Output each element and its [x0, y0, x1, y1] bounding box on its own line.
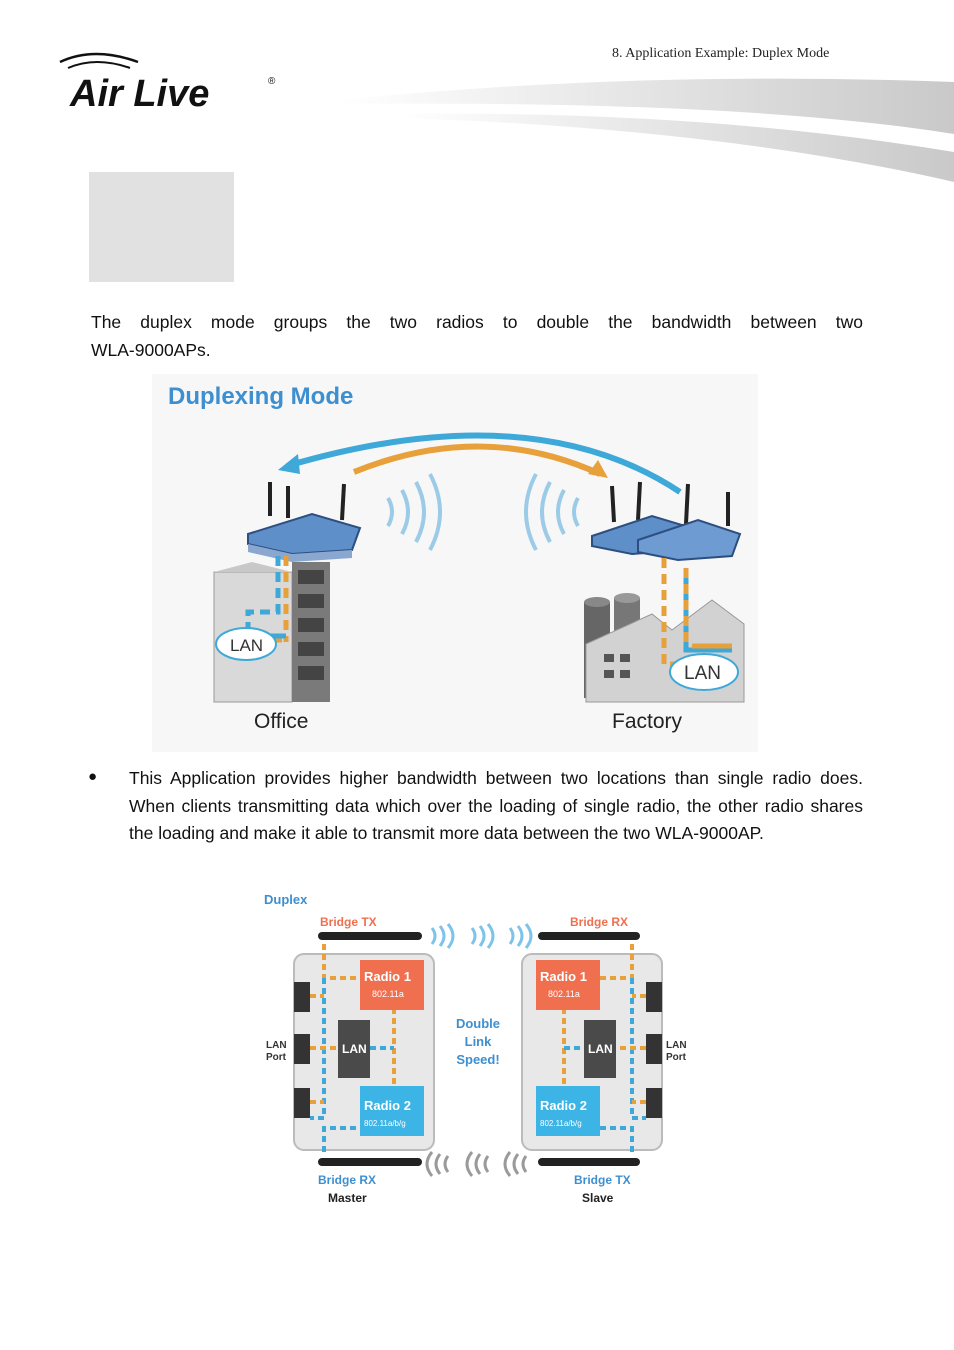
slave-radio1-standard: 802.11a [548, 989, 580, 999]
slave-device: Radio 1 802.11a LAN Radio 2 802.11a/b/g [521, 944, 663, 1152]
lan-port-right-line2: Port [666, 1052, 687, 1063]
master-lan-label: LAN [342, 1042, 367, 1056]
duplexing-mode-figure: Duplexing Mode [152, 374, 758, 752]
slave-radio2-standard: 802.11a/b/g [540, 1119, 582, 1128]
bullet-paragraph: This Application provides higher bandwid… [129, 768, 863, 843]
slave-radio1-label: Radio 1 [540, 969, 587, 984]
figure1-title: Duplexing Mode [168, 383, 353, 410]
top-waves [430, 923, 533, 949]
slave-top-antenna [538, 932, 640, 940]
intro-line-2: WLA-9000APs. [91, 340, 211, 360]
bullet-symbol: ● [88, 768, 98, 785]
lan-port-right-line1: LAN [666, 1040, 687, 1051]
factory-routers [591, 481, 742, 562]
master-device: Radio 1 802.11a LAN Radio 2 802.11a/b/g [293, 944, 435, 1152]
double-link-line2: Link [465, 1034, 492, 1049]
slave-label: Slave [582, 1191, 614, 1205]
logo-registered-mark: ® [268, 76, 276, 87]
bottom-waves [425, 1151, 528, 1177]
lan-cloud-left: LAN [215, 627, 277, 661]
lan-cloud-left-label: LAN [230, 636, 263, 655]
master-radio2-label: Radio 2 [364, 1098, 411, 1113]
lan-port-left-line2: Port [266, 1052, 287, 1063]
lan-cloud-right: LAN [669, 653, 739, 691]
slave-bottom-antenna [538, 1158, 640, 1166]
lan-port-left-line1: LAN [266, 1040, 287, 1051]
blue-arrowhead [278, 454, 300, 474]
bridge-tx-top-label: Bridge TX [320, 915, 377, 929]
master-radio2-standard: 802.11a/b/g [364, 1119, 406, 1128]
orange-arrowhead [588, 460, 608, 478]
master-radio1-standard: 802.11a [372, 989, 404, 999]
intro-paragraph: The duplex mode groups the two radios to… [91, 308, 863, 364]
blue-arc-arrow [286, 432, 682, 495]
slave-radio2-label: Radio 2 [540, 1098, 587, 1113]
double-link-line3: Speed! [456, 1052, 499, 1067]
header-swoosh [340, 78, 954, 182]
master-radio1-label: Radio 1 [364, 969, 411, 984]
slave-lan-label: LAN [588, 1042, 613, 1056]
office-router [247, 482, 362, 562]
section-header: 8. Application Example: Duplex Mode [612, 46, 830, 61]
wireless-waves-right [524, 473, 580, 551]
office-label: Office [254, 710, 308, 733]
airlive-logo: Air Live ® [59, 52, 276, 114]
lan-cloud-right-label: LAN [684, 663, 721, 684]
orange-arc-arrow [352, 443, 602, 477]
bridge-rx-top-label: Bridge RX [570, 915, 628, 929]
logo-wordmark: Air Live [69, 73, 209, 114]
master-top-antenna [318, 932, 422, 940]
intro-line-1: The duplex mode groups the two radios to… [91, 312, 863, 332]
master-label: Master [328, 1191, 367, 1205]
duplex-diagram: Duplex Bridge TX Bridge RX Radio 1 802. [264, 892, 687, 1205]
chapter-number-box [89, 172, 234, 282]
factory-label: Factory [612, 710, 683, 733]
double-link-line1: Double [456, 1016, 500, 1031]
figure2-title: Duplex [264, 892, 308, 907]
wireless-waves-left [386, 473, 442, 551]
bridge-tx-bottom-label: Bridge TX [574, 1173, 631, 1187]
bridge-rx-bottom-label: Bridge RX [318, 1173, 376, 1187]
master-bottom-antenna [318, 1158, 422, 1166]
